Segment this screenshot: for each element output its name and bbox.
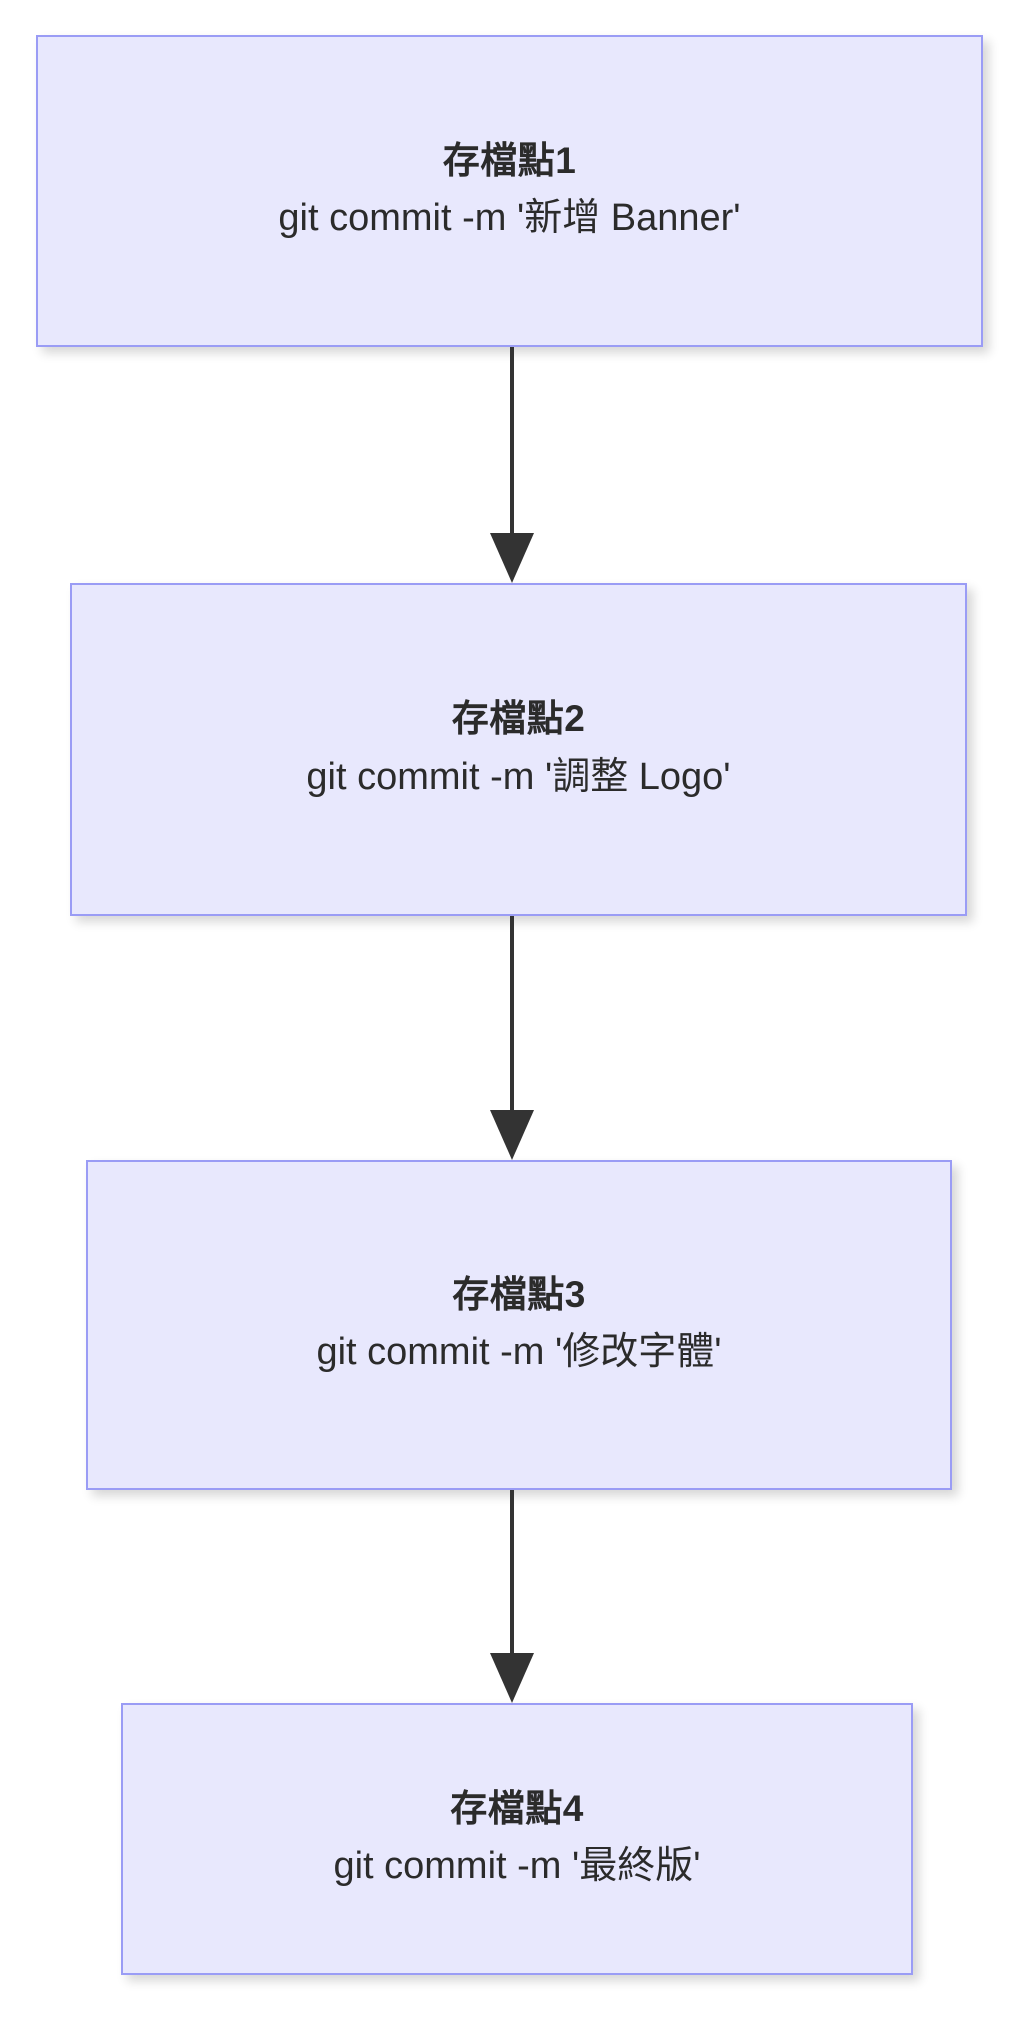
arrow-head-down-icon [490,1653,534,1703]
node-command: git commit -m '最終版' [333,1845,701,1888]
arrow-shaft [510,347,514,533]
flow-node-checkpoint-4[interactable]: 存檔點4 git commit -m '最終版' [121,1703,913,1975]
node-title: 存檔點2 [451,698,586,740]
node-title: 存檔點4 [450,1787,584,1829]
node-command: git commit -m '調整 Logo' [306,755,731,798]
arrow-shaft [510,916,514,1110]
flow-node-checkpoint-3[interactable]: 存檔點3 git commit -m '修改字體' [86,1160,952,1490]
arrow-connector-1-to-2 [484,347,540,583]
flow-node-checkpoint-2[interactable]: 存檔點2 git commit -m '調整 Logo' [70,583,967,916]
arrow-connector-3-to-4 [484,1490,540,1703]
arrow-connector-2-to-3 [484,916,540,1160]
flow-node-checkpoint-1[interactable]: 存檔點1 git commit -m '新增 Banner' [36,35,983,347]
arrow-head-down-icon [490,1110,534,1160]
node-command: git commit -m '新增 Banner' [278,197,741,240]
node-command: git commit -m '修改字體' [316,1331,722,1374]
node-title: 存檔點3 [452,1273,586,1315]
arrow-shaft [510,1490,514,1653]
arrow-head-down-icon [490,533,534,583]
node-title: 存檔點1 [442,139,577,181]
